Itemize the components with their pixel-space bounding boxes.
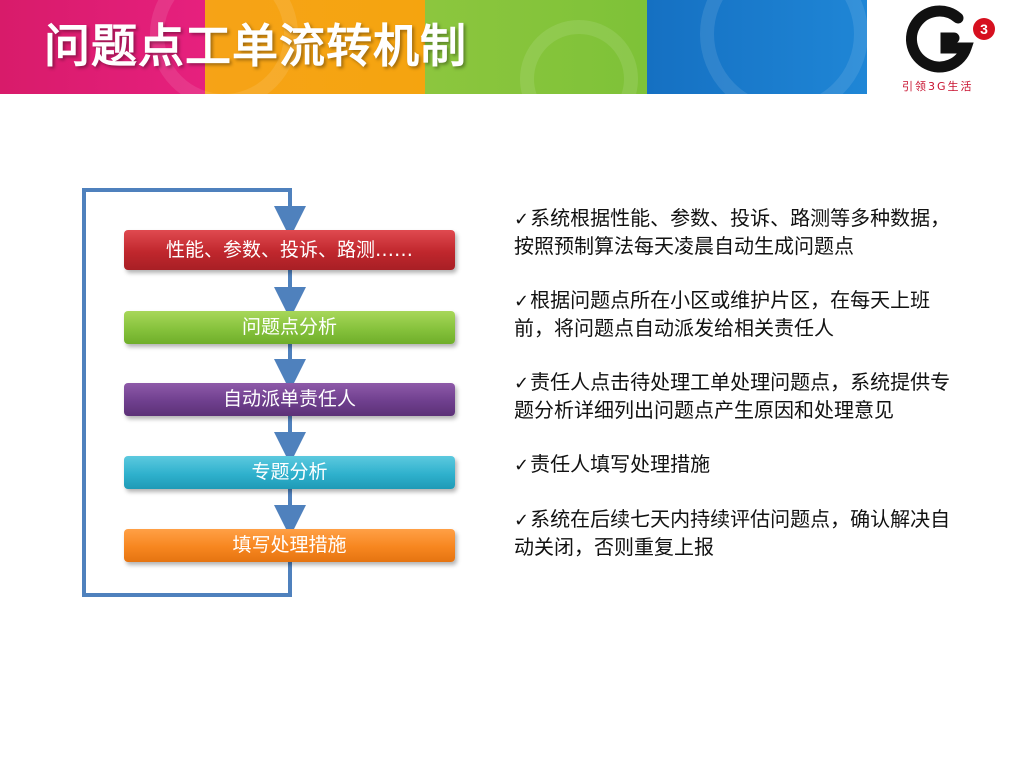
feedback-loop-line xyxy=(82,188,306,597)
description-item: ✓根据问题点所在小区或维护片区，在每天上班前，将问题点自动派发给相关责任人 xyxy=(514,287,964,342)
logo-mark-text: 3 xyxy=(980,21,988,37)
check-icon: ✓ xyxy=(514,291,530,312)
step-data-sources: 性能、参数、投诉、路测…… xyxy=(124,230,455,270)
page-title: 问题点工单流转机制 xyxy=(44,19,467,73)
description-item: ✓系统根据性能、参数、投诉、路测等多种数据，按照预制算法每天凌晨自动生成问题点 xyxy=(514,205,964,260)
step-auto-dispatch: 自动派单责任人 xyxy=(124,383,455,416)
logo-caption: 引领3G生活 xyxy=(902,80,974,93)
header-banner: 问题点工单流转机制 xyxy=(0,0,867,94)
description-text: 责任人填写处理措施 xyxy=(530,452,711,476)
g3-logo-icon: 3 xyxy=(906,5,995,73)
step-topic-analysis: 专题分析 xyxy=(124,456,455,489)
check-icon: ✓ xyxy=(514,209,530,230)
logo: 3 引领3G生活 xyxy=(880,0,1024,100)
check-icon: ✓ xyxy=(514,510,530,531)
check-icon: ✓ xyxy=(514,373,530,394)
check-icon: ✓ xyxy=(514,455,530,476)
description-text: 根据问题点所在小区或维护片区，在每天上班前，将问题点自动派发给相关责任人 xyxy=(514,288,931,340)
description-item: ✓责任人点击待处理工单处理问题点，系统提供专题分析详细列出问题点产生原因和处理意… xyxy=(514,369,964,424)
description-item: ✓系统在后续七天内持续评估问题点，确认解决自动关闭，否则重复上报 xyxy=(514,506,964,561)
description-list: ✓系统根据性能、参数、投诉、路测等多种数据，按照预制算法每天凌晨自动生成问题点 … xyxy=(514,205,964,588)
description-text: 系统根据性能、参数、投诉、路测等多种数据，按照预制算法每天凌晨自动生成问题点 xyxy=(514,206,951,258)
description-text: 系统在后续七天内持续评估问题点，确认解决自动关闭，否则重复上报 xyxy=(514,507,951,559)
step-fill-measures: 填写处理措施 xyxy=(124,529,455,562)
description-item: ✓责任人填写处理措施 xyxy=(514,451,964,479)
description-text: 责任人点击待处理工单处理问题点，系统提供专题分析详细列出问题点产生原因和处理意见 xyxy=(514,370,951,422)
step-problem-analysis: 问题点分析 xyxy=(124,311,455,344)
